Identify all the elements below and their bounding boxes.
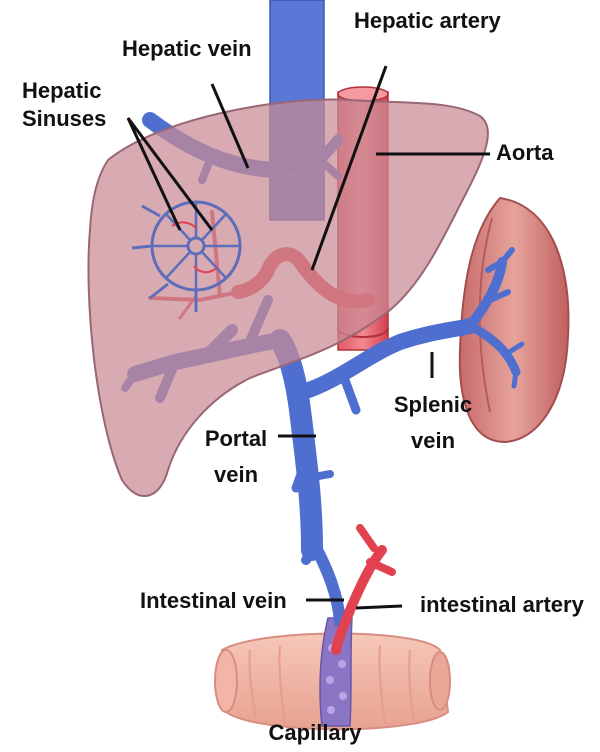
label-portal-vein-line1: Portal — [196, 426, 276, 452]
label-intestinal-vein: Intestinal vein — [140, 588, 287, 614]
label-intestinal-artery: intestinal artery — [420, 592, 584, 618]
label-hepatic-sinuses-line2: Sinuses — [22, 106, 106, 132]
label-hepatic-sinuses-line1: Hepatic — [22, 78, 101, 104]
label-hepatic-vein: Hepatic vein — [122, 36, 252, 62]
label-splenic-vein-line1: Splenic — [388, 392, 478, 418]
intestinal-artery-leader — [356, 606, 402, 608]
label-capillary: Capillary — [260, 720, 370, 746]
label-portal-vein-line2: vein — [196, 462, 276, 488]
label-hepatic-artery: Hepatic artery — [354, 8, 501, 34]
intestinal-artery-vessel — [336, 528, 392, 650]
label-splenic-vein-line2: vein — [388, 428, 478, 454]
label-aorta: Aorta — [496, 140, 553, 166]
